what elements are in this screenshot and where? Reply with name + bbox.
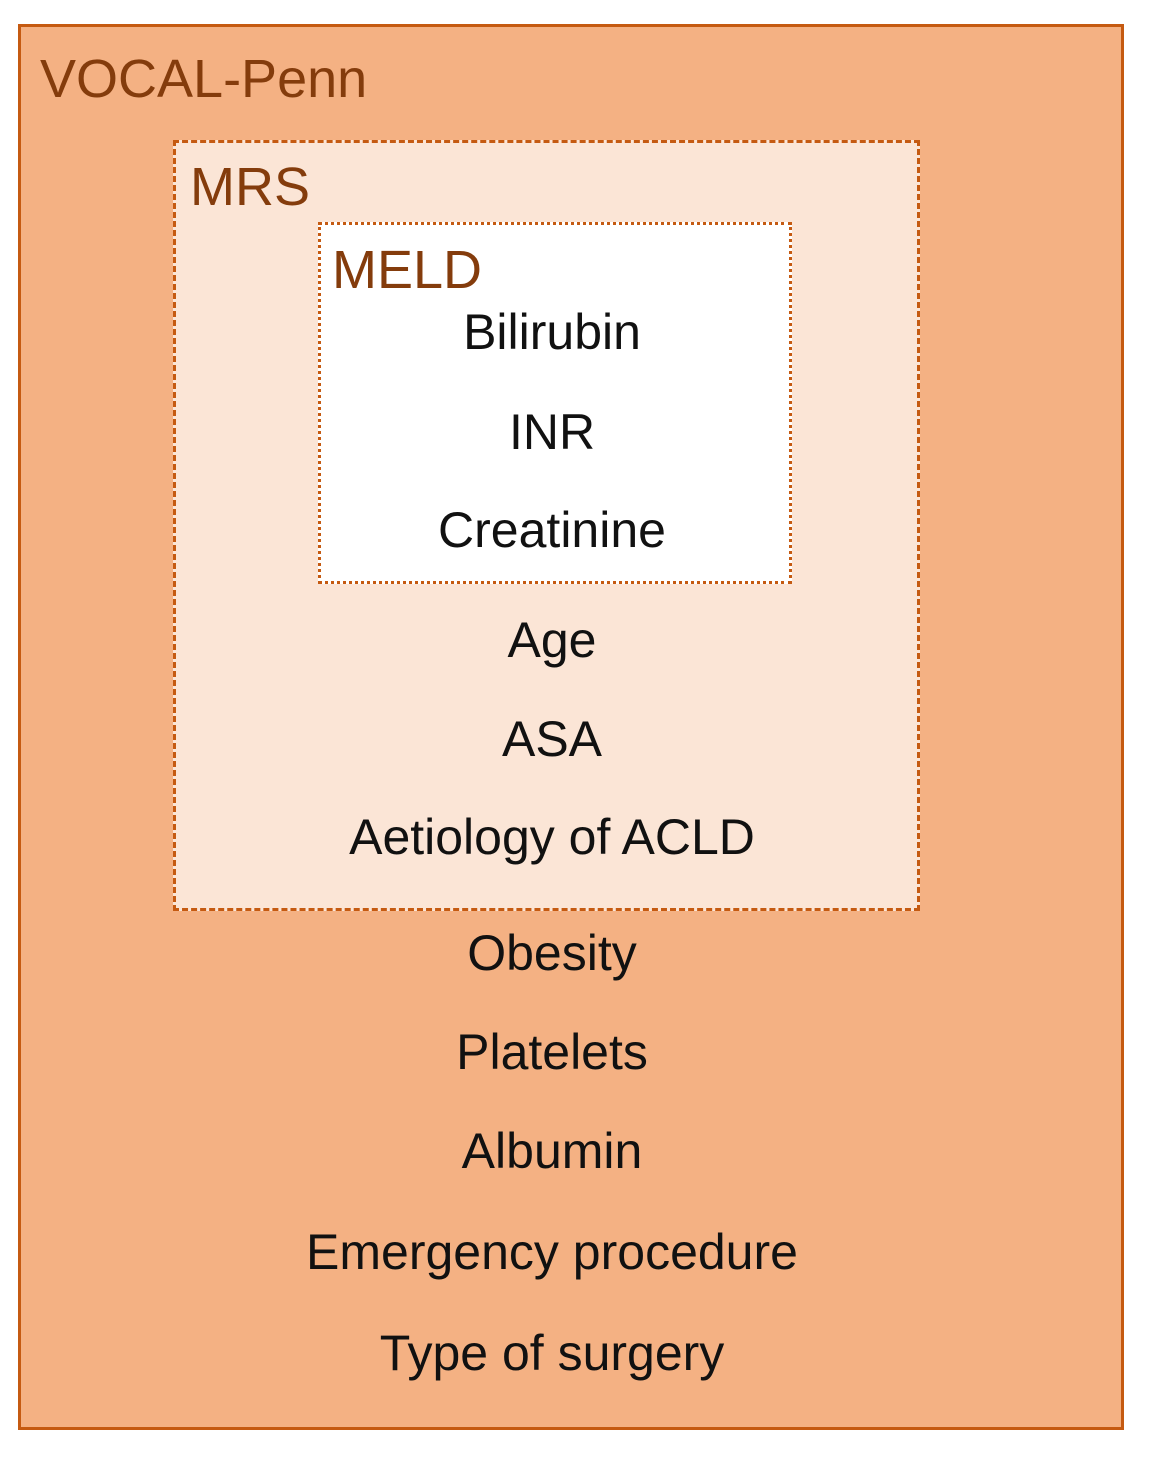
meld-item: Creatinine	[438, 502, 666, 558]
vocal-penn-item: Albumin	[461, 1123, 643, 1179]
meld-box	[318, 222, 792, 584]
meld-title: MELD	[332, 240, 483, 300]
vocal-penn-item: Type of surgery	[379, 1325, 725, 1381]
vocal-penn-item: Platelets	[456, 1024, 648, 1080]
mrs-title: MRS	[190, 157, 310, 217]
mrs-item: Aetiology of ACLD	[349, 809, 755, 865]
mrs-item: Age	[507, 612, 597, 668]
vocal-penn-title: VOCAL-Penn	[40, 49, 368, 109]
mrs-item: ASA	[501, 711, 603, 767]
vocal-penn-item: Obesity	[467, 925, 637, 981]
meld-item: Bilirubin	[463, 304, 641, 360]
vocal-penn-item: Emergency procedure	[306, 1224, 798, 1280]
meld-item: INR	[508, 404, 596, 460]
